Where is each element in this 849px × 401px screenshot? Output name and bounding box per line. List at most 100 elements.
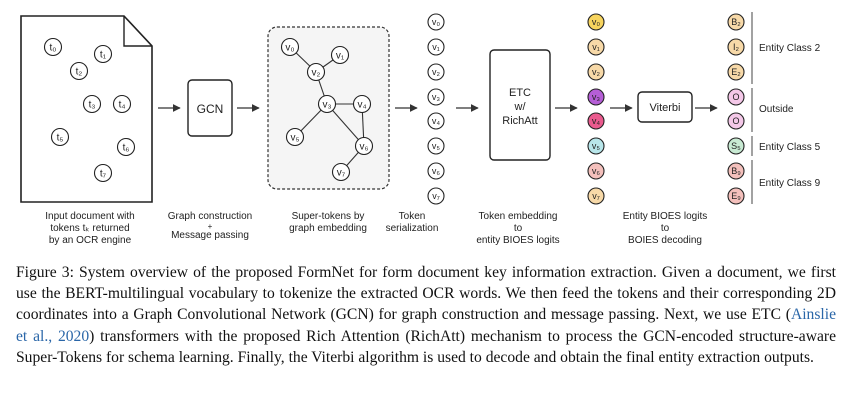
output-tag-0-label: B₂ (731, 17, 741, 27)
graph-node-1: v₁ (330, 45, 350, 65)
graph-node-5: v₅ (285, 127, 305, 147)
doc-token-7-label: t₇ (100, 169, 107, 180)
stage-6-line2: to (661, 223, 670, 234)
output-tag-3-circle (727, 88, 745, 106)
doc-token-3-circle (82, 94, 102, 114)
stage-4-line1: Token (399, 211, 426, 222)
doc-token-3: t₃ (82, 94, 102, 114)
graph-node-3: v₃ (317, 94, 337, 114)
stage-2-line2: + (208, 222, 213, 231)
doc-token-0-circle (43, 37, 63, 57)
graph-node-0-label: v₀ (285, 43, 294, 54)
stage-5-line1: Token embedding (479, 211, 558, 222)
caption-citation-link[interactable]: Ainslie et al., 2020 (16, 306, 836, 345)
caption-text-part2: ) transformers with the proposed Rich At… (16, 327, 836, 366)
logit-token-5: v₅ (587, 137, 605, 155)
output-tag-7-label: E₉ (731, 191, 741, 201)
stage-1-line2: tokens tₖ returned (50, 223, 129, 234)
stage-1-line1: Input document with (45, 211, 135, 222)
logit-token-5-label: v₅ (592, 141, 601, 151)
output-tag-3-label: O (732, 92, 739, 102)
doc-token-4: t₄ (112, 94, 132, 114)
output-tag-1-circle (727, 38, 745, 56)
viterbi-box (637, 91, 693, 123)
graph-node-3-circle (317, 94, 337, 114)
serial-token-1-label: v₁ (432, 42, 440, 52)
stage-labels: Input document with tokens tₖ returned b… (45, 211, 707, 246)
logit-token-0: v₀ (587, 13, 605, 31)
logit-token-6: v₆ (587, 162, 605, 180)
stage-4-line2: serialization (386, 223, 439, 234)
logit-token-7-label: v₇ (592, 191, 600, 201)
graph-node-2-circle (306, 62, 326, 82)
output-tag-6-label: B₉ (731, 166, 741, 176)
logit-token-6-label: v₆ (592, 166, 601, 176)
etc-label-line2: w/ (514, 101, 527, 113)
doc-token-3-label: t₃ (89, 100, 96, 111)
graph-node-7-circle (331, 162, 351, 182)
serial-token-5-circle (427, 137, 445, 155)
logit-token-1: v₁ (587, 38, 605, 56)
stage-5-line2: to (514, 223, 523, 234)
logit-token-2-label: v₂ (592, 67, 601, 77)
document-fold (123, 16, 152, 47)
serial-token-2-circle (427, 63, 445, 81)
graph-edge-5 (326, 103, 365, 147)
logit-token-6-circle (587, 162, 605, 180)
output-tag-7: E₉ (727, 187, 745, 205)
doc-token-5-circle (50, 127, 70, 147)
serial-token-2-label: v₂ (432, 67, 441, 77)
serial-token-0-label: v₀ (432, 17, 441, 27)
serial-token-4-label: v₄ (432, 116, 441, 126)
logit-token-5-circle (587, 137, 605, 155)
graph-node-6-label: v₆ (359, 142, 368, 153)
doc-token-7: t₇ (93, 163, 113, 183)
stage-6-line3: BOIES decoding (628, 235, 702, 246)
output-tag-6-circle (727, 162, 745, 180)
doc-token-7-circle (93, 163, 113, 183)
graph-node-7-label: v₇ (337, 168, 346, 179)
graph-node-0: v₀ (280, 37, 300, 57)
stage-5-line3: entity BIOES logits (476, 235, 559, 246)
output-tag-7-circle (727, 187, 745, 205)
serial-token-6-label: v₆ (432, 166, 441, 176)
serial-token-2: v₂ (427, 63, 445, 81)
logit-token-7: v₇ (587, 187, 605, 205)
logit-token-3: v₃ (587, 88, 605, 106)
serial-token-7: v₇ (427, 187, 445, 205)
doc-token-6-label: t₆ (123, 143, 130, 154)
graph-node-7: v₇ (331, 162, 351, 182)
etc-box (489, 49, 551, 161)
output-tag-5: S₅ (727, 137, 745, 155)
doc-token-1-circle (93, 44, 113, 64)
doc-token-5-label: t₅ (57, 133, 64, 144)
serial-token-6: v₆ (427, 162, 445, 180)
stage-2-line1: Graph construction (168, 211, 253, 222)
doc-token-6-circle (116, 137, 136, 157)
graph-node-2: v₂ (306, 62, 326, 82)
doc-token-2-label: t₂ (76, 67, 83, 78)
output-tag-4-label: O (732, 116, 739, 126)
entity-class-9-label: Entity Class 9 (759, 178, 821, 189)
output-tag-1: I₂ (727, 38, 745, 56)
logit-token-3-circle (587, 88, 605, 106)
etc-label-line3: RichAtt (502, 115, 537, 127)
gcn-label: GCN (197, 102, 224, 116)
entity-class-groups: Entity Class 2 Outside Entity Class 5 En… (751, 12, 821, 204)
serial-token-4: v₄ (427, 112, 445, 130)
serial-token-3-label: v₃ (432, 92, 441, 102)
graph-node-6-circle (354, 136, 374, 156)
logit-token-1-label: v₁ (592, 42, 600, 52)
output-tag-2-circle (727, 63, 745, 81)
doc-token-5: t₅ (50, 127, 70, 147)
output-tag-4-circle (727, 112, 745, 130)
doc-token-4-circle (112, 94, 132, 114)
graph-node-1-label: v₁ (336, 51, 345, 62)
serial-token-5-label: v₅ (432, 141, 441, 151)
output-tag-1-label: I₂ (733, 42, 740, 52)
logit-token-3-label: v₃ (592, 92, 601, 102)
